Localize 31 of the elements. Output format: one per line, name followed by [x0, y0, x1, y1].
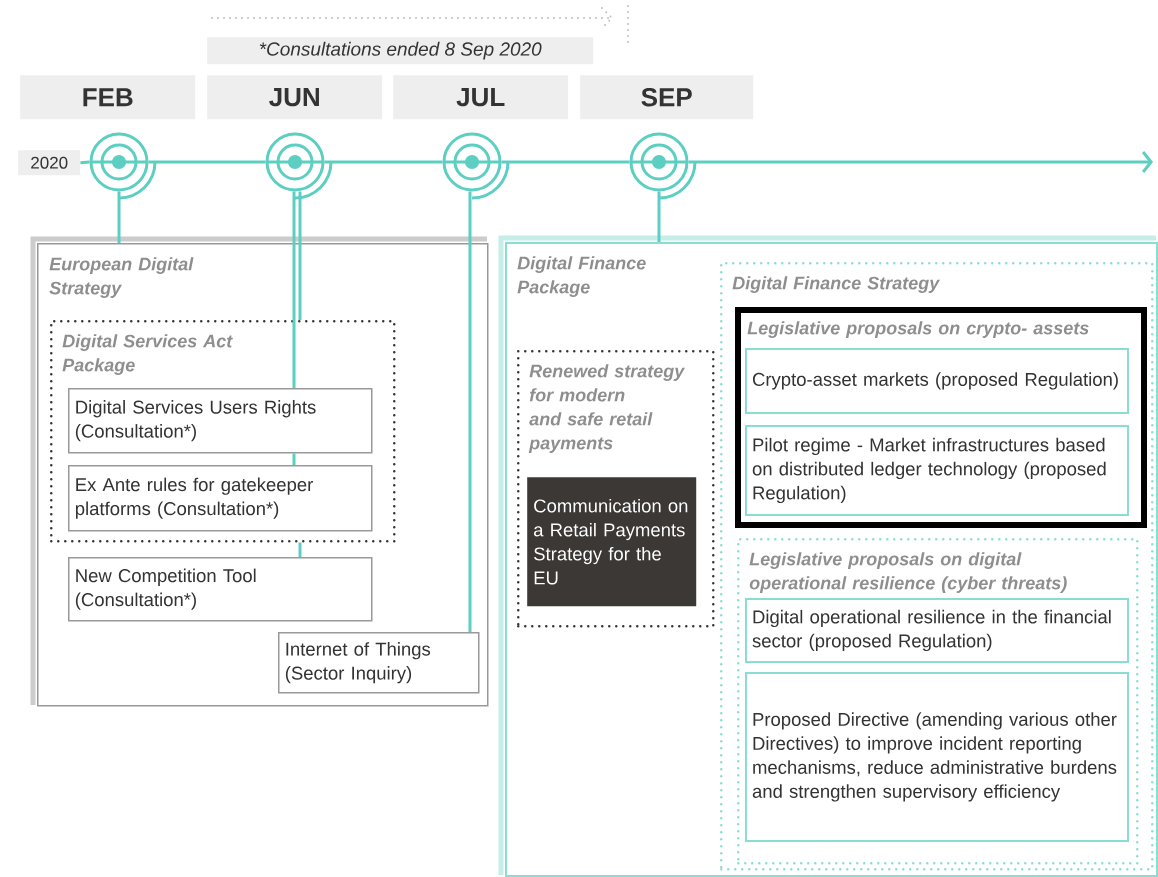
connector	[80, 160, 90, 165]
connector	[688, 151, 1153, 173]
month-box: FEB	[20, 75, 196, 120]
timeline-marker	[265, 132, 333, 200]
connector	[298, 191, 302, 320]
text-box: Digital Services Users Rights (Consultation*)	[68, 388, 373, 454]
timeline-marker	[89, 132, 157, 200]
timeline-marker	[629, 132, 697, 200]
connector	[657, 191, 661, 242]
timeline-marker	[442, 132, 510, 200]
month-box: SEP	[580, 75, 754, 120]
month-box: JUL	[393, 75, 569, 120]
text-box: Communication on a Retail Payments Strategy for the EU	[527, 477, 697, 607]
connector	[148, 160, 266, 164]
text-box: Ex Ante rules for gatekeeper platforms (Consultation*)	[68, 465, 373, 532]
connector	[117, 191, 121, 243]
connector	[501, 160, 630, 164]
connector	[324, 160, 443, 164]
connector	[292, 453, 296, 465]
text-box: Crypto-asset markets (proposed Regulation)	[745, 348, 1129, 414]
text-box: Proposed Directive (amending various other Directives) to improve incident reporting mechanisms, reduce administrative burdens and strengthen supervisory efficiency	[745, 672, 1129, 842]
month-box: JUN	[207, 75, 383, 120]
text-box: New Competition Tool (Consultation*)	[68, 557, 373, 622]
text-box: Internet of Things (Sector Inquiry)	[278, 632, 480, 694]
year-box: 2020	[18, 150, 81, 176]
note-banner: *Consultations ended 8 Sep 2020	[207, 37, 594, 65]
connector	[468, 191, 472, 632]
text-box: Digital operational resilience in the financial sector (proposed Regulation)	[745, 598, 1129, 663]
connector	[298, 542, 302, 557]
connector	[292, 191, 296, 388]
text-box: Pilot regime - Market infrastructures based on distributed ledger technology (proposed Regulation)	[745, 425, 1129, 516]
